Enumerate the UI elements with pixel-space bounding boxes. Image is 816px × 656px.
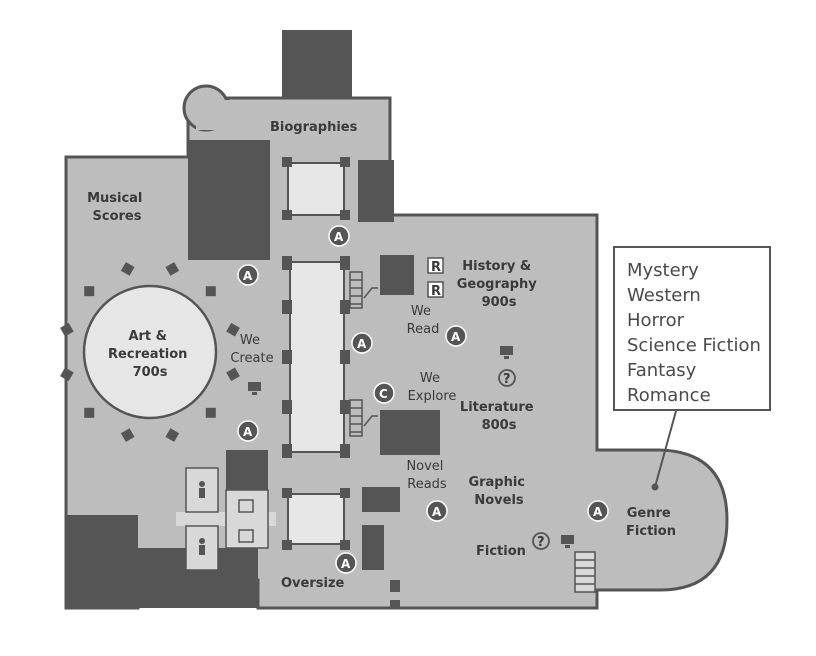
label-oversize: Oversize	[281, 576, 345, 591]
atrium-top	[287, 162, 345, 216]
column-2	[390, 600, 400, 608]
art-room-tile	[226, 322, 240, 337]
restroom-icon	[199, 481, 205, 555]
help-icon	[498, 369, 550, 550]
stacks-block-right	[358, 160, 394, 222]
svg-text:R: R	[431, 260, 441, 275]
escalator-icon	[349, 271, 378, 437]
reading-block-upper	[380, 255, 414, 295]
legend-item: Romance	[627, 385, 711, 406]
art-room-tile	[60, 322, 74, 337]
legend-item: Mystery	[627, 260, 699, 281]
art-room-tile	[205, 407, 216, 418]
label-fiction: Fiction	[476, 544, 526, 559]
marker-c: C	[373, 382, 395, 404]
art-room-tile	[226, 367, 240, 382]
atrium-columns	[282, 157, 350, 550]
svg-text:?: ?	[537, 535, 545, 550]
art-recreation-room	[82, 284, 218, 420]
svg-text:A: A	[451, 330, 461, 344]
accessibility-marker-a: A A A A A A A A	[237, 225, 609, 574]
svg-text:A: A	[432, 505, 442, 519]
art-room-tile	[165, 428, 180, 442]
art-room-tile	[165, 262, 180, 276]
art-room-tile	[120, 262, 135, 276]
svg-text:A: A	[243, 425, 253, 439]
elevator-icon	[238, 499, 254, 543]
label-musical-scores: Musical Scores	[87, 191, 147, 224]
label-we-read: We Read	[407, 304, 440, 337]
label-literature: Literature 800s	[460, 400, 538, 433]
label-graphic-novels: Graphic Novels	[468, 475, 529, 508]
label-genre-fiction: Genre Fiction	[626, 506, 676, 539]
svg-text:A: A	[243, 269, 253, 283]
legend-item: Horror	[627, 310, 685, 331]
art-room-tiles	[60, 262, 240, 442]
svg-text:A: A	[357, 337, 367, 351]
novel-block-2	[362, 525, 384, 570]
genre-fiction-callout: Mystery Western Horror Science Fiction F…	[613, 246, 771, 411]
legend-item: Western	[627, 285, 701, 306]
label-we-create: We Create	[230, 333, 273, 366]
legend-pointer	[654, 410, 677, 488]
center-block	[226, 450, 268, 495]
top-tower	[282, 30, 352, 98]
atrium-bottom	[287, 493, 345, 545]
computer-icon	[248, 346, 574, 548]
svg-text:?: ?	[503, 372, 511, 387]
art-room-tile	[60, 367, 74, 382]
art-room-tile	[120, 428, 135, 442]
reference-markers: R R	[427, 257, 444, 299]
svg-text:A: A	[341, 557, 351, 571]
column-1	[390, 580, 400, 592]
novel-block	[362, 487, 400, 512]
label-we-explore: We Explore	[408, 371, 457, 404]
legend-item: Fantasy	[627, 360, 697, 381]
svg-text:R: R	[431, 284, 441, 299]
stairs-icon	[574, 551, 596, 593]
label-history-geography: History & Geography 900s	[457, 259, 541, 310]
stacks-block-upper-left	[188, 140, 270, 260]
svg-text:A: A	[593, 505, 603, 519]
legend-item: Science Fiction	[627, 335, 761, 356]
art-room-tile	[84, 407, 95, 418]
reading-block-lower	[380, 410, 440, 455]
art-room-tile	[205, 286, 216, 297]
label-biographies: Biographies	[270, 120, 358, 135]
lower-left-block	[66, 515, 138, 608]
atrium-middle	[289, 261, 345, 453]
label-novel-reads: Novel Reads	[406, 459, 447, 492]
art-room-tile	[84, 286, 95, 297]
elevator-bank[interactable]	[225, 489, 269, 549]
svg-text:A: A	[334, 230, 344, 244]
legend-pointer-dot	[651, 483, 659, 491]
svg-text:C: C	[379, 387, 388, 401]
label-art-recreation: Art & Recreation 700s	[108, 329, 192, 380]
